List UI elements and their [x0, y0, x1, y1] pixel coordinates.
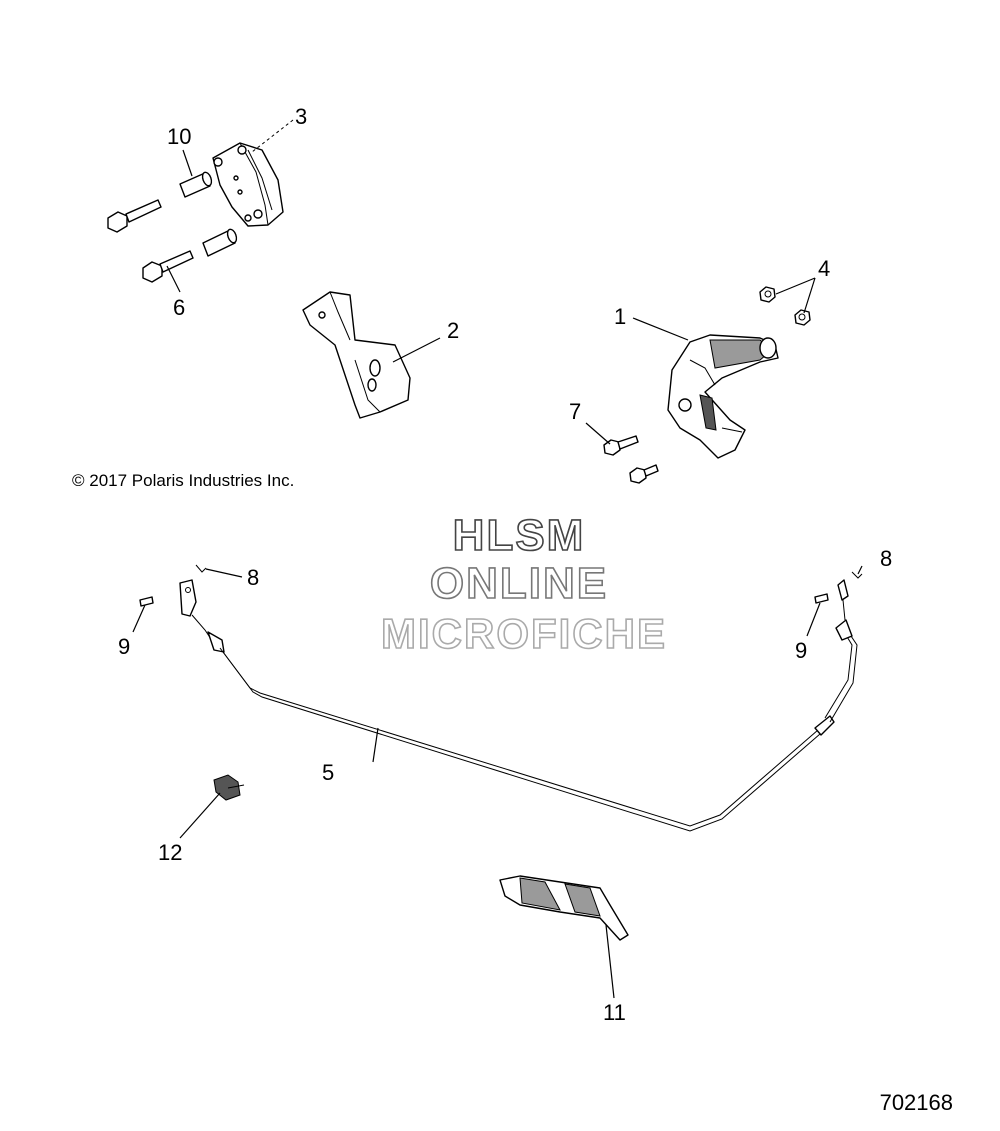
- callout-10: 10: [167, 124, 191, 149]
- copyright-text: © 2017 Polaris Industries Inc.: [72, 471, 294, 490]
- callout-2: 2: [447, 318, 459, 343]
- callout-labels: 1 2 3 4 5 6 7 8 8 9 9 10 11 12: [118, 104, 892, 1025]
- part-1-brake-lever: [667, 334, 779, 459]
- watermark-line-2: ONLINE: [430, 559, 608, 608]
- part-9-pins: [139, 593, 829, 607]
- part-5-brake-cable: [179, 579, 858, 832]
- callout-8-left: 8: [247, 565, 259, 590]
- callout-5: 5: [322, 760, 334, 785]
- reference-number: 702168: [880, 1090, 953, 1115]
- part-11-shield: [499, 875, 629, 941]
- watermark-line-1: HLSM: [453, 511, 586, 560]
- callout-3: 3: [295, 104, 307, 129]
- callout-1: 1: [614, 304, 626, 329]
- watermark: HLSM ONLINE MICROFICHE: [380, 510, 667, 658]
- callout-11: 11: [603, 1000, 626, 1025]
- watermark-line-3: MICROFICHE: [381, 610, 667, 657]
- callout-9-left: 9: [118, 634, 130, 659]
- part-4-nuts: [759, 286, 811, 326]
- part-3-mounting-plate: [212, 142, 284, 227]
- part-12-cable-clip: [213, 774, 245, 801]
- leader-lines: [132, 119, 863, 999]
- callout-12: 12: [158, 840, 182, 865]
- callout-7: 7: [569, 399, 581, 424]
- callout-6: 6: [173, 295, 185, 320]
- callout-4: 4: [818, 256, 830, 281]
- part-10-spacers: [179, 171, 238, 257]
- callout-8-right: 8: [880, 546, 892, 571]
- part-6-bolts: [107, 199, 194, 283]
- part-2-bracket: [302, 291, 411, 419]
- part-8-clips: [195, 564, 863, 579]
- callout-9-right: 9: [795, 638, 807, 663]
- part-7-bolts: [603, 435, 659, 484]
